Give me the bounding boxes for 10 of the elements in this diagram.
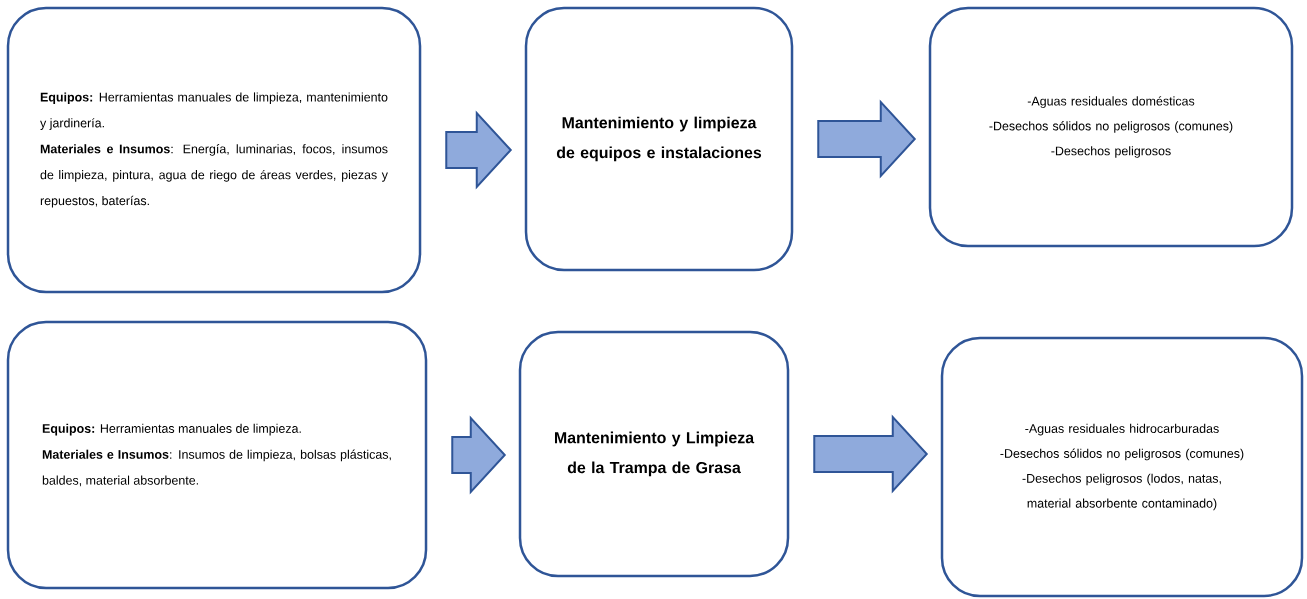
input-box: Equipos: Herramientas manuales de limpieza, mantenimiento y jardinería. Materiales e Insumos: Energía, luminarias, focos, insumos de limpieza, pintura, agua de riego de áreas verdes, piezas y repuestos, baterías. bbox=[6, 6, 422, 294]
block-arrow bbox=[813, 414, 929, 494]
block-arrow bbox=[451, 415, 507, 495]
block-arrow bbox=[445, 110, 513, 190]
input-box: Equipos: Herramientas manuales de limpieza. Materiales e Insumos: Insumos de limpieza, bolsas plásticas, baldes, material absorbente. bbox=[6, 320, 428, 590]
process-box: Mantenimiento y limpieza de equipos e instalaciones bbox=[524, 6, 794, 272]
output-box: -Aguas residuales domésticas -Desechos sólidos no peligrosos (comunes) -Desechos peligrosos bbox=[928, 6, 1294, 248]
block-arrow bbox=[817, 99, 917, 179]
process-box: Mantenimiento y Limpieza de la Trampa de Grasa bbox=[518, 330, 790, 578]
output-box: -Aguas residuales hidrocarburadas -Desechos sólidos no peligrosos (comunes) -Desechos peligrosos (lodos, natas, material absorbente contaminado) bbox=[940, 336, 1304, 598]
